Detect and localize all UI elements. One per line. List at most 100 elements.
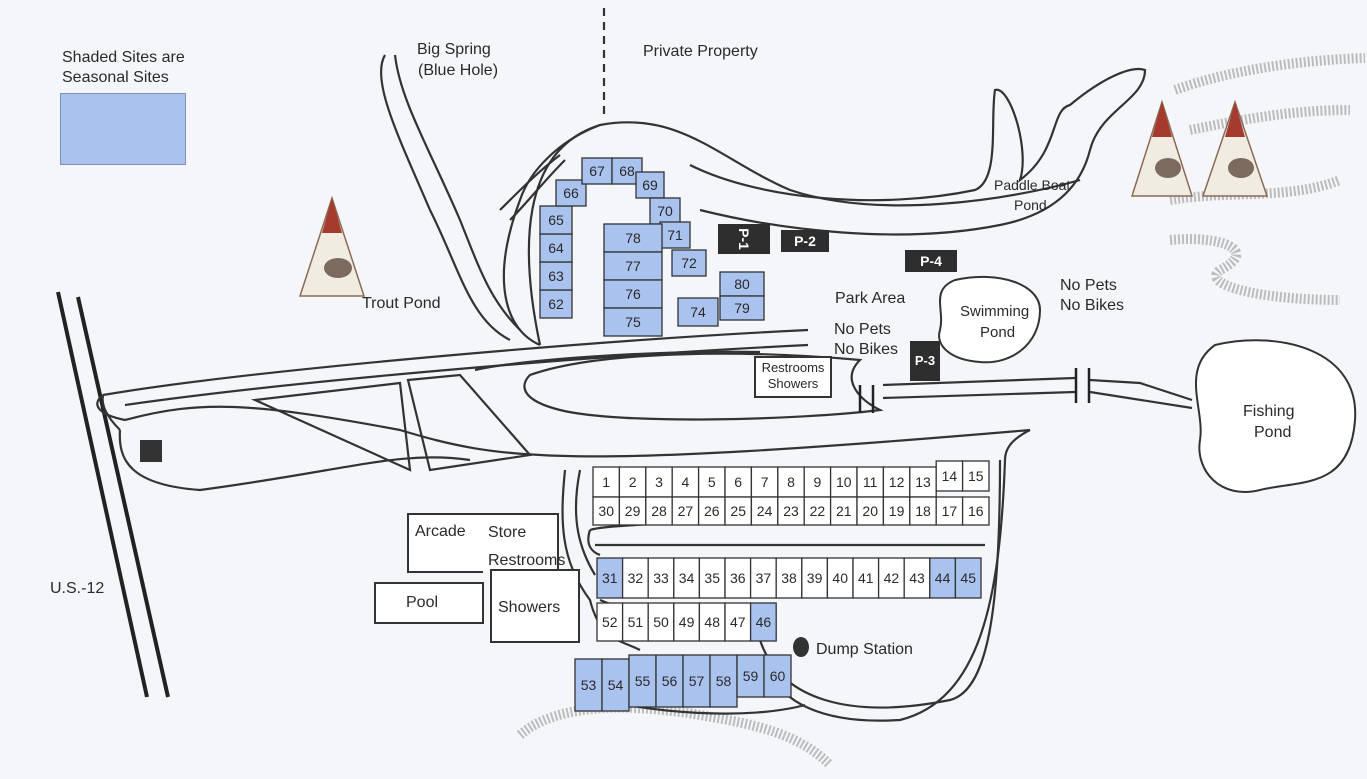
campsite-label: 1 [602, 474, 610, 490]
campsite-label: 55 [635, 673, 651, 689]
campsite-label: 33 [653, 570, 669, 586]
campsite-64 [539, 233, 573, 263]
tipi-icon [1201, 99, 1269, 197]
campsite-label: 14 [942, 468, 958, 484]
campsite-67 [581, 157, 613, 185]
campsite-60 [763, 654, 792, 698]
campsite-39 [801, 557, 829, 599]
campsite-74 [677, 297, 719, 327]
campsite-label: 58 [716, 673, 732, 689]
trout-pond-label: Trout Pond [362, 295, 441, 312]
campsite-label: 20 [862, 503, 878, 519]
tipi-icon [1130, 99, 1194, 197]
arcade-label: Arcade [415, 523, 466, 540]
campsite-label: 77 [625, 258, 641, 274]
campsite-19 [882, 496, 911, 526]
campsite-26 [697, 496, 726, 526]
campsite-label: 47 [730, 614, 746, 630]
campsite-label: 32 [628, 570, 644, 586]
campsite-34 [673, 557, 701, 599]
campsite-label: 16 [968, 503, 984, 519]
entrance-marker [140, 440, 162, 462]
campsite-25 [724, 496, 753, 526]
legend-line-2: Seasonal Sites [62, 69, 169, 86]
campsite-20 [856, 496, 885, 526]
no-pets-label: No Pets [834, 321, 891, 338]
campsite-label: 46 [756, 614, 772, 630]
private-property-label: Private Property [643, 43, 758, 60]
campsite-65 [539, 205, 573, 235]
campsite-label: 44 [935, 570, 951, 586]
fishing-pond-label: Fishing [1243, 403, 1295, 420]
campsite-32 [621, 557, 649, 599]
dump-station-icon [793, 637, 809, 657]
campsite-17 [935, 496, 964, 526]
campsite-label: 66 [563, 185, 579, 201]
store-building [481, 513, 559, 571]
campsite-label: 4 [682, 474, 690, 490]
campsite-45 [954, 557, 982, 599]
campsite-label: 52 [602, 614, 618, 630]
campsite-label: 2 [629, 474, 637, 490]
campsite-label: 7 [761, 474, 769, 490]
campsite-label: 5 [708, 474, 716, 490]
campsite-label: 39 [807, 570, 823, 586]
campsite-label: 75 [625, 314, 641, 330]
campsite-label: 65 [548, 212, 564, 228]
restrooms-building [490, 569, 580, 643]
store-label: Store [488, 524, 527, 541]
campsite-35 [698, 557, 726, 599]
campsite-label: 38 [781, 570, 797, 586]
campsite-40 [826, 557, 854, 599]
campsite-label: 54 [608, 677, 624, 693]
campsite-59 [736, 654, 765, 698]
campsite-12 [882, 466, 911, 498]
fishing-pond [1195, 339, 1357, 493]
campsite-label: 64 [548, 240, 564, 256]
no-bikes-label-2: No Bikes [1060, 297, 1125, 314]
campsite-label: 45 [960, 570, 976, 586]
blue-hole-label: (Blue Hole) [418, 62, 499, 79]
dump-station-label: Dump Station [816, 641, 913, 658]
campsite-37 [749, 557, 777, 599]
campsite-1 [592, 466, 621, 498]
restrooms-showers-building: Restrooms Showers [754, 356, 832, 398]
campsite-label: 30 [598, 503, 614, 519]
campsite-label: 50 [653, 614, 669, 630]
campsite-38 [775, 557, 803, 599]
campsite-label: 13 [915, 474, 931, 490]
campsite-label: 49 [679, 614, 695, 630]
campsite-label: 74 [690, 304, 706, 320]
showers-label: Showers [498, 599, 561, 616]
campsite-label: 41 [858, 570, 874, 586]
park-area-label: Park Area [835, 290, 906, 307]
us12-label: U.S.-12 [50, 580, 105, 597]
fishing-pond-label-2: Pond [1254, 424, 1292, 441]
campsite-label: 51 [628, 614, 644, 630]
no-pets-label-2: No Pets [1060, 277, 1117, 294]
campsite-label: 67 [589, 163, 605, 179]
campsite-label: 22 [810, 503, 826, 519]
campsite-78 [603, 223, 663, 253]
campsite-label: 26 [704, 503, 720, 519]
campsite-label: 10 [836, 474, 852, 490]
campsite-label: 40 [832, 570, 848, 586]
campsite-label: 18 [915, 503, 931, 519]
campsite-24 [750, 496, 779, 526]
campsite-label: 34 [679, 570, 695, 586]
pool-building: Pool [374, 582, 484, 624]
parking-p3: P-3 [910, 341, 940, 381]
campsite-44 [929, 557, 957, 599]
campsite-label: 43 [909, 570, 925, 586]
campsite-14 [935, 460, 964, 492]
campsite-label: 17 [942, 503, 958, 519]
restrooms-top-label: Restrooms [761, 360, 825, 375]
campsite-8 [777, 466, 805, 498]
campsite-13 [909, 466, 937, 498]
legend-line-1: Shaded Sites are [62, 49, 185, 66]
campsite-43 [903, 557, 931, 599]
campsite-28 [645, 496, 673, 526]
campsite-label: 68 [619, 163, 635, 179]
campsite-label: 70 [657, 203, 673, 219]
